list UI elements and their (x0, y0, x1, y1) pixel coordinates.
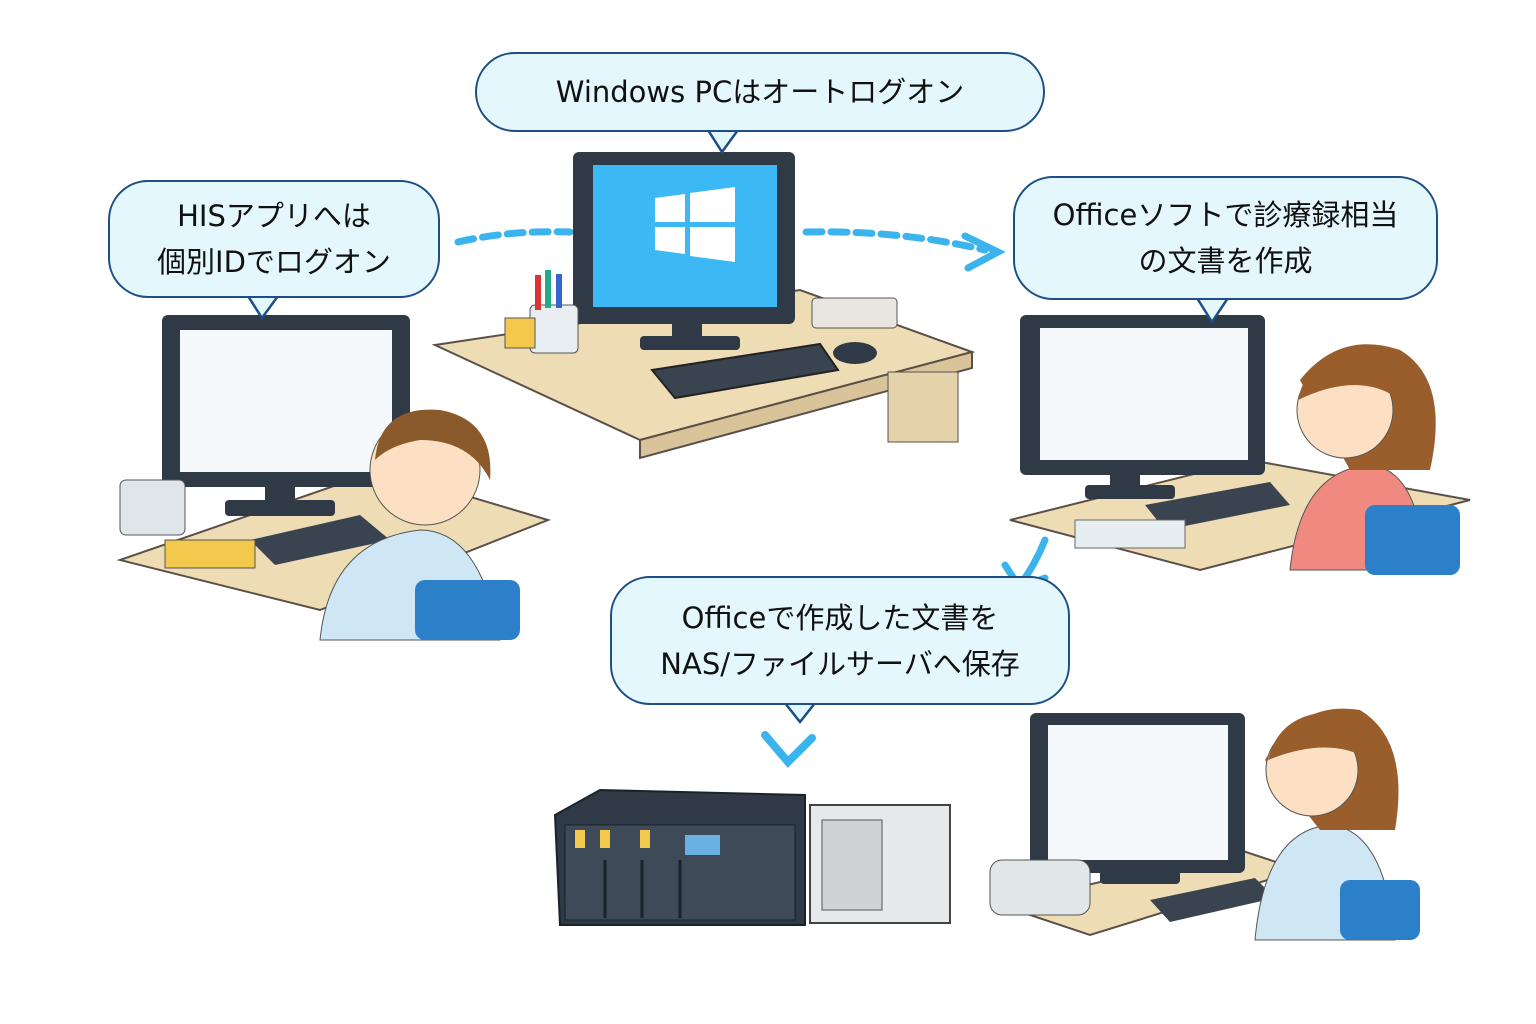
arrow-down-2 (761, 731, 816, 768)
file-server (809, 804, 951, 924)
bubble-text: 個別IDでログオン (157, 245, 391, 279)
bubble-tail (705, 128, 741, 155)
bubble-text: HISアプリへは (177, 199, 371, 233)
bubble-text: の文書を作成 (1138, 244, 1313, 278)
dashed-arrow-left (454, 228, 574, 246)
arrowhead-right (961, 232, 1006, 272)
bubble-text: Officeソフトで診療録相当 (1052, 198, 1399, 232)
bubble-text: Windows PCはオートログオン (555, 75, 965, 109)
bubble-nas-save: Officeで作成した文書を NAS/ファイルサーバへ保存 (610, 576, 1070, 705)
dashed-arrow-right (802, 228, 989, 254)
bottom-right-workstation (989, 708, 1420, 941)
left-workstation (116, 315, 552, 641)
person-woman (1289, 344, 1460, 575)
bubble-his-logon: HISアプリへは 個別IDでログオン (108, 180, 440, 298)
bubble-text: Officeで作成した文書を (681, 600, 999, 635)
bubble-windows-autologon: Windows PCはオートログオン (475, 52, 1045, 132)
person-man (319, 409, 520, 641)
center-workstation (431, 152, 976, 460)
person-woman-2 (1254, 708, 1420, 941)
bubble-office-create: Officeソフトで診療録相当 の文書を作成 (1013, 176, 1438, 300)
right-workstation (1009, 315, 1471, 575)
windows-logo-icon (655, 187, 735, 262)
bubble-text: NAS/ファイルサーバへ保存 (660, 646, 1020, 681)
nas-device (553, 788, 806, 926)
